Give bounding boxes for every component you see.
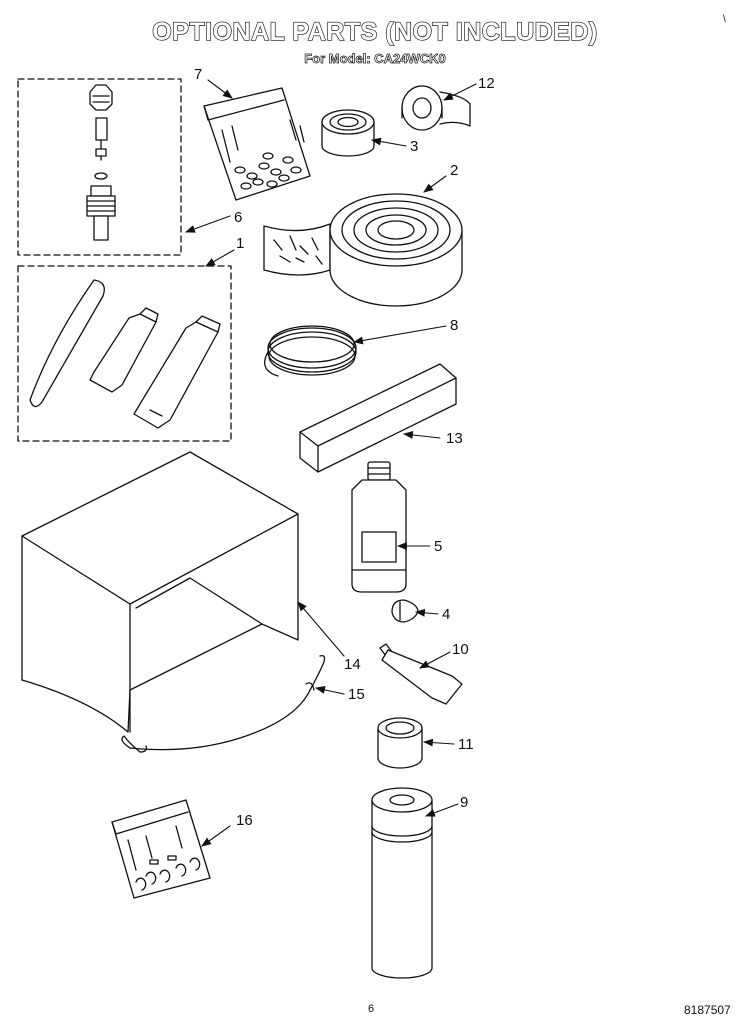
callout-10: 10 — [452, 641, 469, 658]
clip-bag-drawing — [111, 799, 211, 899]
narrow-tape-roll-drawing — [401, 85, 471, 131]
callout-7: 7 — [194, 66, 202, 83]
callout-12: 12 — [478, 75, 495, 92]
small-tube-drawing — [379, 643, 463, 705]
callout-6: 6 — [234, 209, 242, 226]
callout-15: 15 — [348, 686, 365, 703]
callout-14: 14 — [344, 656, 361, 673]
callout-labels: 7 12 3 2 6 1 8 13 5 4 10 14 15 11 9 16 — [194, 66, 495, 829]
callout-11: 11 — [458, 736, 474, 753]
valve-kit-drawing — [17, 78, 182, 256]
page-title: OPTIONAL PARTS (NOT INCLUDED) — [152, 17, 598, 46]
wide-tape-roll-drawing — [377, 717, 423, 769]
callout-1: 1 — [236, 235, 244, 252]
callout-16: 16 — [236, 812, 253, 829]
spray-can-drawing — [371, 787, 433, 979]
document-number: 8187507 — [684, 1003, 731, 1017]
fastener-bag-drawing — [203, 87, 311, 201]
callout-13: 13 — [446, 430, 463, 447]
callout-3: 3 — [410, 138, 418, 155]
callout-4: 4 — [442, 606, 450, 623]
callout-8: 8 — [450, 317, 458, 334]
small-tape-roll-drawing — [321, 109, 375, 157]
bungee-cord-drawing — [121, 654, 326, 753]
foam-tape-roll-drawing — [263, 193, 463, 307]
callout-9: 9 — [460, 794, 468, 811]
page-number: 6 — [368, 1003, 375, 1015]
model-subtitle: For Model: CA24WCK0 — [304, 51, 446, 67]
cleaner-bottle-drawing — [351, 461, 407, 593]
small-bulb-drawing — [391, 599, 419, 623]
leader-lines — [185, 79, 477, 847]
wire-coil-drawing — [264, 325, 357, 377]
callout-5: 5 — [434, 538, 442, 555]
tube-kit-drawing — [17, 265, 232, 442]
foam-strip-drawing — [299, 363, 457, 473]
corner-mark: \ — [723, 14, 726, 25]
cover-drawing — [21, 451, 299, 733]
callout-2: 2 — [450, 162, 458, 179]
